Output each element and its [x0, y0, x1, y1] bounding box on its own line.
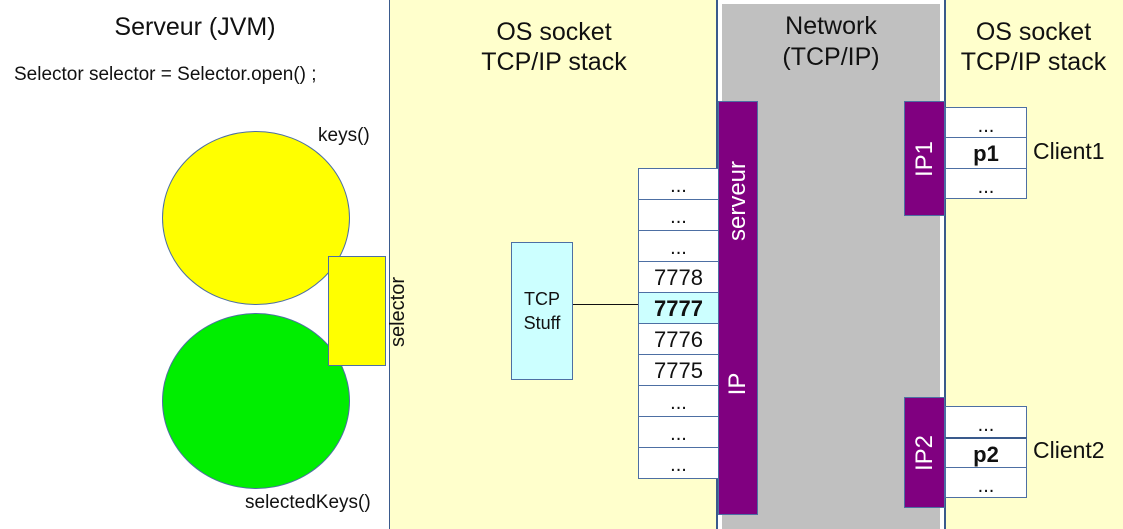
client-os-title-line1: OS socket: [975, 18, 1092, 46]
network-cloud: [722, 4, 940, 529]
tcp-stuff-box: TCP Stuff: [511, 242, 573, 380]
network-title-line2: (TCP/IP): [782, 43, 880, 71]
client1-row-2: ...: [945, 168, 1027, 199]
port-cell-highlighted: 7777: [638, 292, 719, 324]
keys-label: keys(): [318, 125, 370, 146]
client1-name: Client1: [1033, 138, 1105, 164]
client-os-title-line2: TCP/IP stack: [960, 48, 1107, 76]
client1-ip-label: IP1: [911, 140, 938, 178]
network-title-line1: Network: [785, 12, 877, 40]
port-cell: ...: [638, 168, 719, 200]
client1-row-1: p1: [945, 137, 1027, 169]
port-cell: ...: [638, 199, 719, 231]
server-ip-bar: serveur IP: [718, 101, 758, 515]
client2-ip-label: IP2: [911, 434, 938, 472]
selector-box: selector: [328, 256, 409, 366]
tcp-stuff-connector: [573, 304, 638, 305]
client2-row-0: ...: [945, 406, 1027, 438]
ip-bar-label: IP: [724, 372, 751, 396]
port-cell: 7775: [638, 354, 719, 386]
selector-label: selector: [387, 276, 409, 348]
port-cell: 7776: [638, 323, 719, 355]
client2-name: Client2: [1033, 437, 1105, 463]
port-cell: ...: [638, 447, 719, 479]
keys-set: [162, 131, 350, 305]
client2-row-2: ...: [945, 467, 1027, 498]
tcp-stuff-line2: Stuff: [523, 313, 561, 333]
port-cell: ...: [638, 416, 719, 448]
client2-row-1: p2: [945, 437, 1027, 468]
tcp-stuff-line1: TCP: [524, 289, 560, 309]
port-cell: 7778: [638, 261, 719, 293]
server-os-title-line1: OS socket: [496, 18, 612, 46]
server-os-title-line2: TCP/IP stack: [481, 48, 627, 76]
port-cell: ...: [638, 385, 719, 417]
client1-row-0: ...: [945, 107, 1027, 138]
server-title: Serveur (JVM): [114, 13, 276, 41]
port-cell: ...: [638, 230, 719, 262]
serveur-bar-label: serveur: [724, 160, 751, 242]
client1-ip-box: IP1: [904, 101, 945, 216]
client2-ip-box: IP2: [904, 397, 945, 508]
selector-open-code: Selector selector = Selector.open() ;: [14, 64, 317, 85]
selected-keys-set: [162, 313, 350, 489]
selected-keys-label: selectedKeys(): [245, 492, 371, 513]
